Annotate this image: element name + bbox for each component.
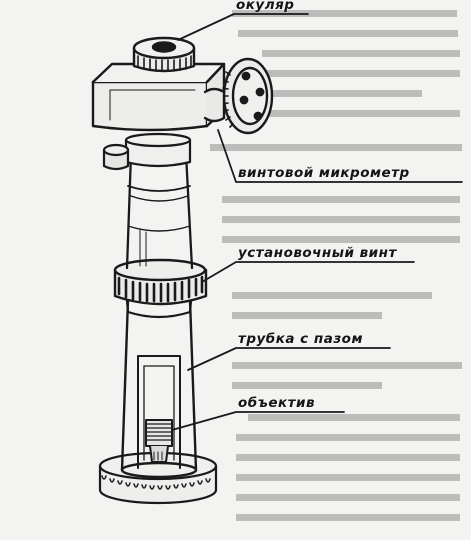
leader-lines (171, 13, 463, 431)
eyepiece-cap (132, 36, 196, 73)
slotted-tube-leader (187, 347, 391, 371)
adjustment-screw-leader (201, 261, 415, 283)
head-box (91, 62, 226, 132)
objective (145, 419, 173, 463)
label-adjustment-screw: установочный винт (238, 245, 397, 261)
eyepiece-leader (177, 13, 309, 41)
upper-collar (124, 132, 192, 168)
tube-body (125, 152, 194, 270)
label-eyepiece: окуляр (236, 0, 294, 13)
side-knob (102, 143, 130, 171)
micrometer-leader (217, 129, 463, 183)
label-screw-micrometer: винтовой микрометр (238, 165, 410, 181)
label-slotted-tube: трубка с пазом (238, 331, 363, 347)
objective-leader (171, 411, 345, 431)
label-objective: объектив (238, 395, 315, 411)
faded-background-text (210, 10, 462, 521)
slotted-tube (120, 298, 198, 479)
adjustment-screw-ring (113, 258, 208, 306)
micrometer-drum (203, 57, 274, 135)
